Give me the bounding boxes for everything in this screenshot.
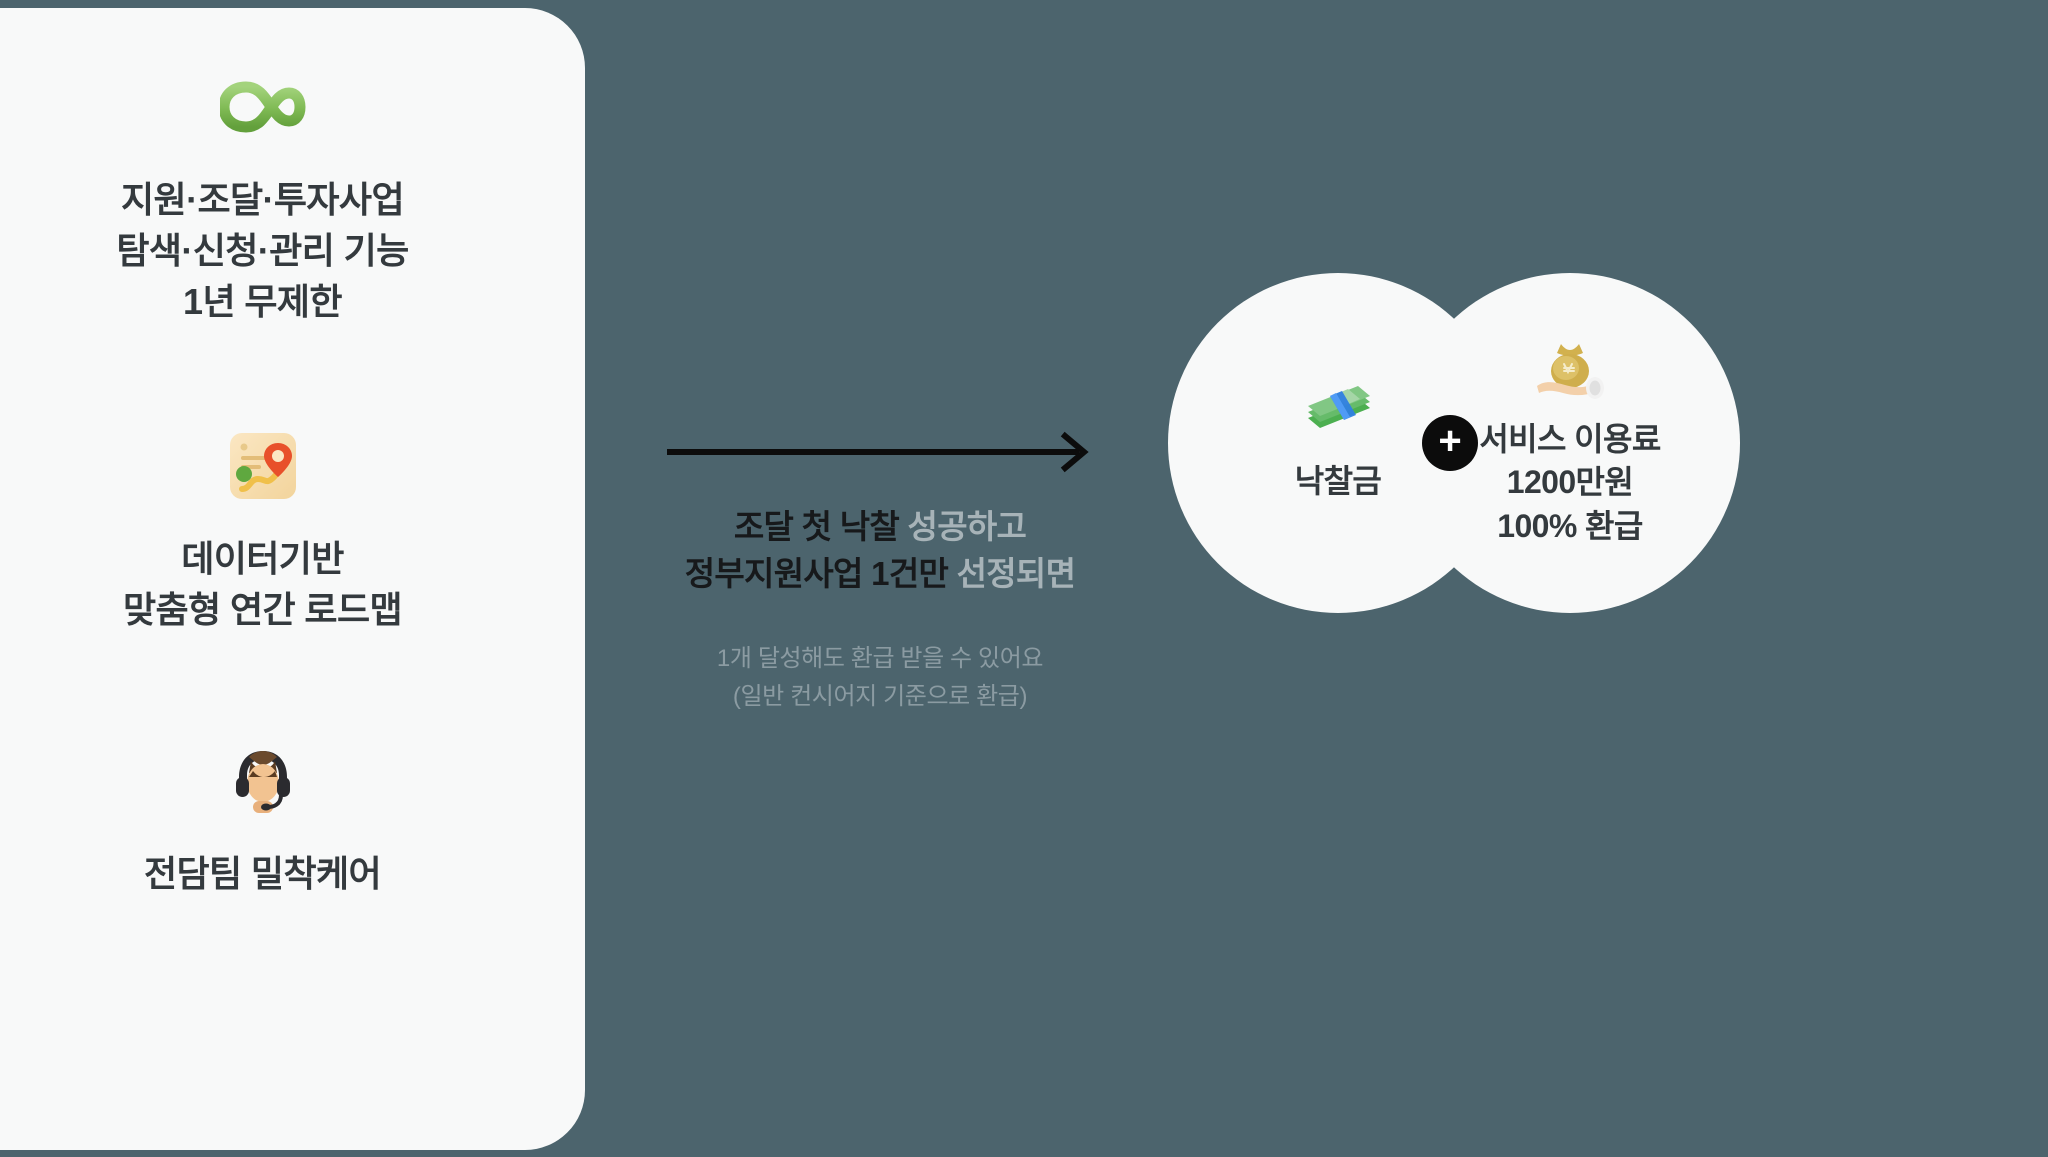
headline-line1-muted: 성공하고	[899, 508, 1027, 545]
support-agent-icon	[225, 738, 301, 824]
feature-label: 전담팀 밀착케어	[143, 852, 382, 894]
transition-section: 조달 첫 낙찰 성공하고 정부지원사업 1건만 선정되면 1개 달성해도 환급 …	[600, 430, 1160, 717]
map-roadmap-icon	[224, 423, 302, 509]
result-circle-label: 서비스 이용료 1200만원 100% 환급	[1479, 421, 1661, 544]
arrow-right-icon	[665, 430, 1095, 474]
result-circle-label: 낙찰금	[1294, 463, 1382, 500]
infinity-icon	[219, 64, 306, 150]
feature-item-care: 전담팀 밀착케어	[0, 738, 585, 899]
feature-card: 지원·조달·투자사업 탐색·신청·관리 기능 1년 무제한	[0, 8, 585, 1150]
feature-item-roadmap: 데이터기반 맞춤형 연간 로드맵	[0, 423, 585, 635]
feature-item-unlimited: 지원·조달·투자사업 탐색·신청·관리 기능 1년 무제한	[0, 64, 585, 327]
transition-headline: 조달 첫 낙찰 성공하고 정부지원사업 1건만 선정되면	[685, 504, 1076, 598]
result-section: 낙찰금 + 서비스 이용료 1200만원 100% 환급	[1168, 273, 1880, 663]
headline-line2-strong: 정부지원사업 1건만	[684, 554, 949, 592]
plus-symbol: +	[1438, 419, 1462, 463]
plus-icon: +	[1422, 415, 1478, 471]
money-bag-in-hand-icon	[1531, 338, 1609, 410]
transition-subtext: 1개 달성해도 환급 받을 수 있어요 (일반 컨시어지 기준으로 환급)	[716, 644, 1044, 711]
feature-label: 지원·조달·투자사업 탐색·신청·관리 기능 1년 무제한	[116, 179, 409, 323]
money-stack-icon	[1300, 382, 1376, 452]
headline-line1-strong: 조달 첫 낙찰	[733, 508, 900, 545]
feature-label: 데이터기반 맞춤형 연간 로드맵	[123, 538, 403, 631]
headline-line2-muted: 선정되면	[948, 554, 1076, 592]
